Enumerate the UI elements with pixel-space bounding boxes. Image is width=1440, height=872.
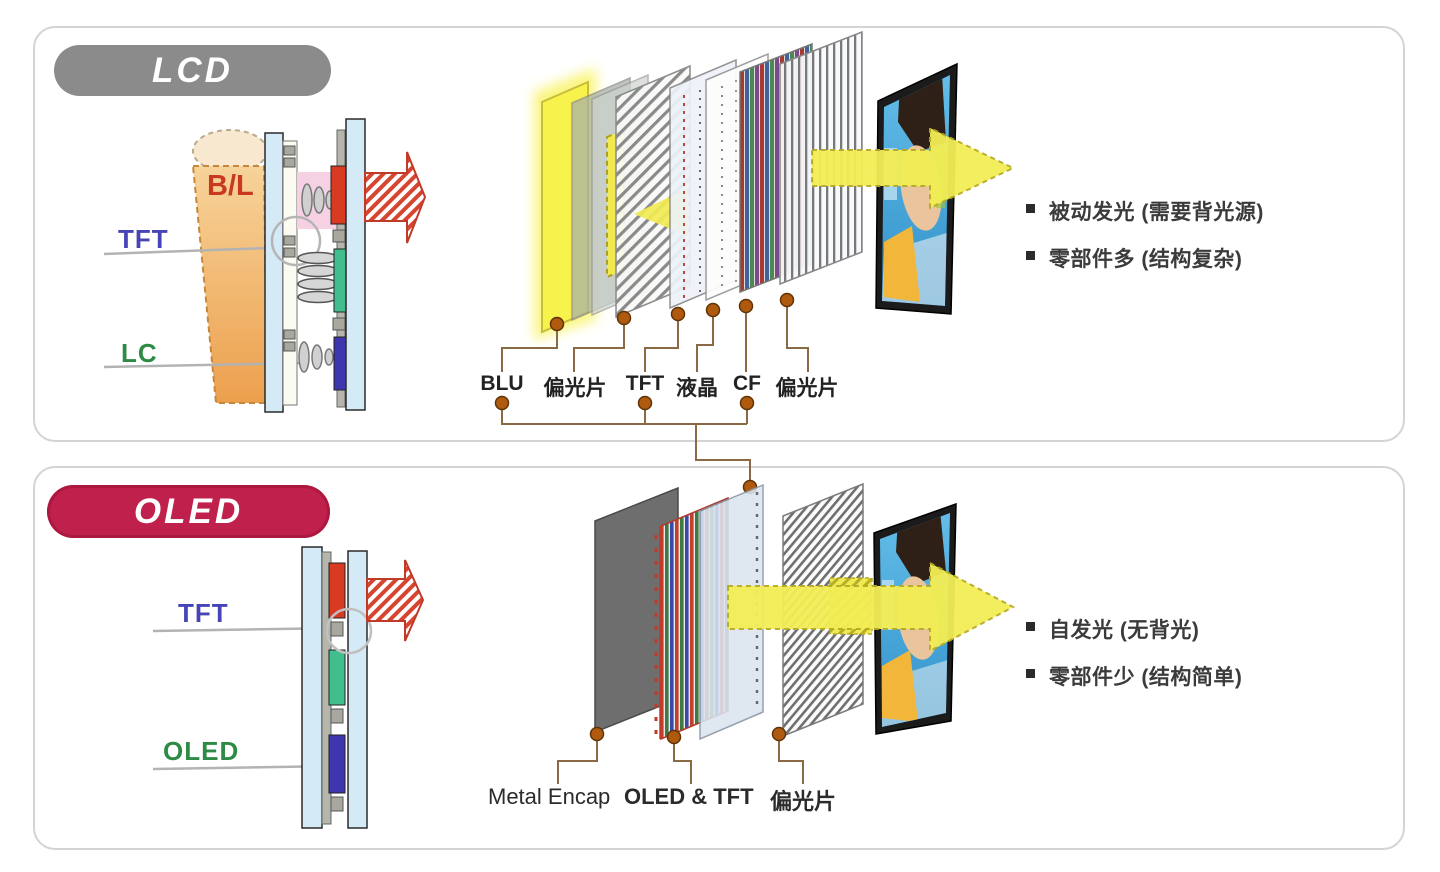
oled-bullet-2-text: 零部件少 (结构简单): [1049, 666, 1243, 689]
lcd-tft-side-label: TFT: [118, 224, 169, 254]
oled-bullet-1: 自发光 (无背光): [1026, 614, 1199, 644]
lcd-layer-label-blu: BLU: [480, 372, 524, 395]
oled-tft-side-label: TFT: [178, 598, 229, 628]
lcd-layer-label-liquid-crystal: 液晶: [676, 377, 718, 400]
oled-layer-label-oled-tft: OLED & TFT: [624, 784, 754, 809]
oled-bullet-1-text: 自发光 (无背光): [1049, 619, 1200, 642]
backlight-bl-label: B/L: [207, 170, 254, 202]
oled-emitter-side-label: OLED: [163, 736, 240, 766]
oled-badge: OLED: [47, 485, 330, 538]
bullet-square-icon: [1026, 669, 1035, 678]
lcd-bullet-2-text: 零部件多 (结构复杂): [1049, 248, 1243, 271]
lcd-bullet-1-text: 被动发光 (需要背光源): [1049, 201, 1264, 224]
lcd-layer-label-polarizer-1: 偏光片: [543, 377, 607, 400]
lcd-layer-label-tft: TFT: [625, 372, 665, 395]
lcd-bullet-2: 零部件多 (结构复杂): [1026, 243, 1242, 273]
lcd-layer-label-polarizer-2: 偏光片: [775, 377, 839, 400]
oled-bullet-2: 零部件少 (结构简单): [1026, 661, 1242, 691]
bullet-square-icon: [1026, 251, 1035, 260]
lcd-layer-label-cf: CF: [733, 372, 761, 395]
lcd-lc-side-label: LC: [121, 338, 158, 368]
oled-layer-label-polarizer: 偏光片: [770, 789, 837, 814]
lcd-badge: LCD: [54, 45, 331, 96]
bullet-square-icon: [1026, 204, 1035, 213]
bullet-square-icon: [1026, 622, 1035, 631]
lcd-bullet-1: 被动发光 (需要背光源): [1026, 196, 1264, 226]
oled-layer-label-metal-encap: Metal Encap: [488, 784, 611, 809]
